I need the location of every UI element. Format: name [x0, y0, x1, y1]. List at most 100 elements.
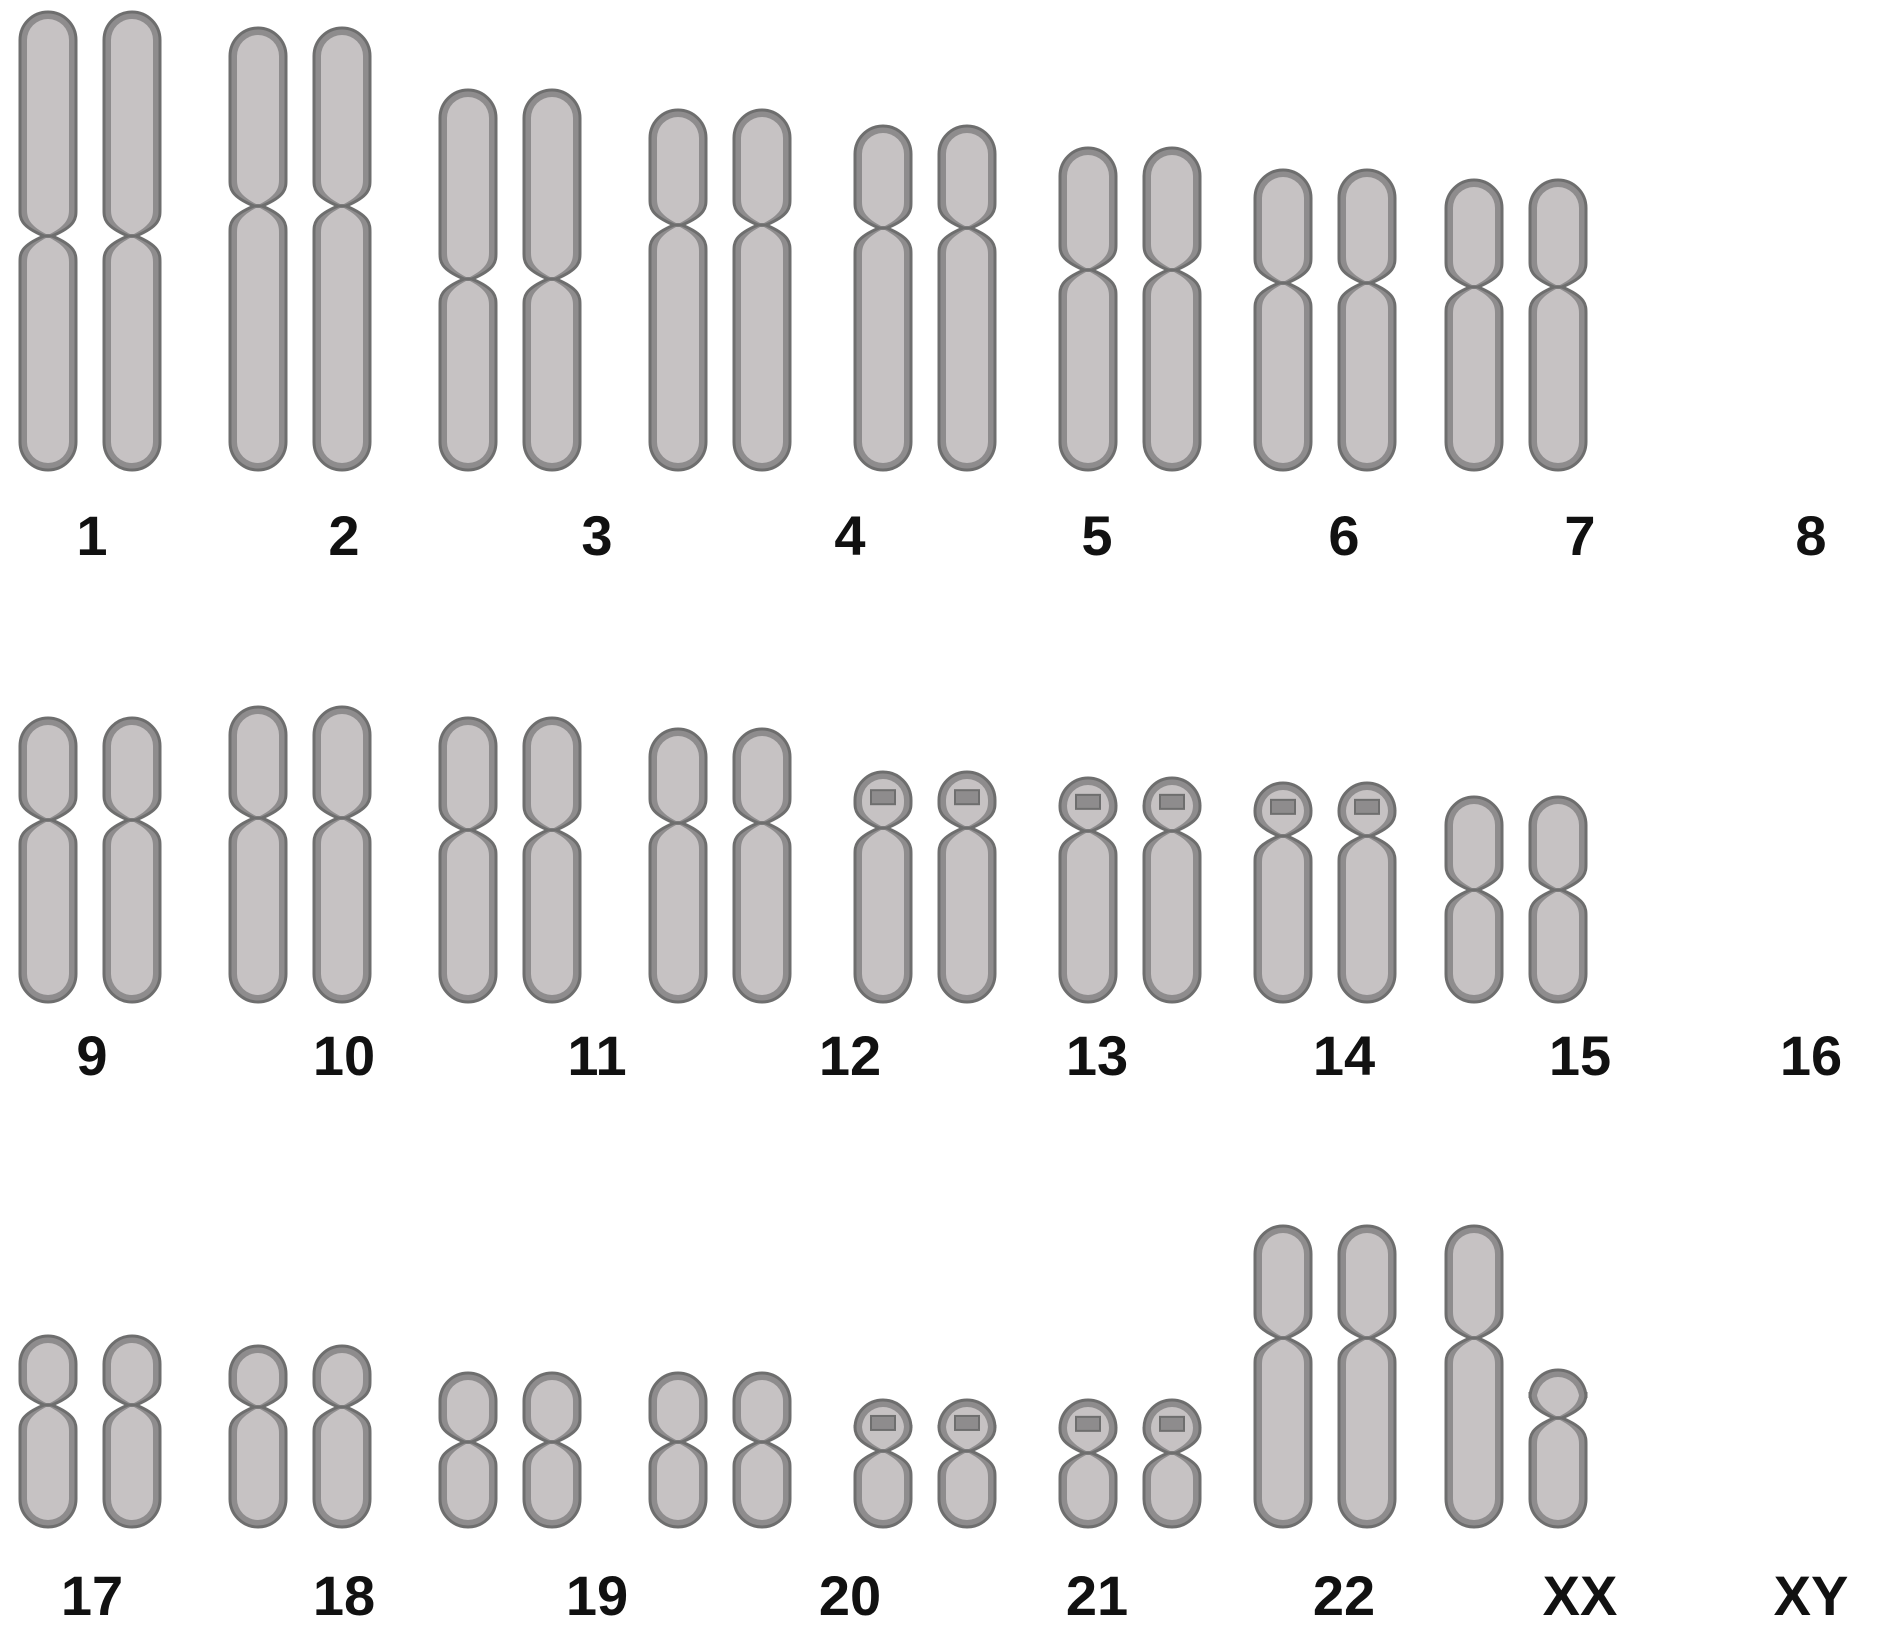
- chromosome-17-b: [104, 1336, 160, 1527]
- q-arm-fill: [862, 1453, 904, 1520]
- pair-label-12: 12: [819, 1024, 881, 1087]
- chromosome-19-b: [524, 1373, 580, 1527]
- p-arm-fill: [1067, 155, 1109, 268]
- chromosome-13-b: [939, 772, 995, 1002]
- q-arm-fill: [111, 238, 153, 463]
- q-arm-fill: [946, 830, 988, 995]
- p-arm-fill: [657, 1380, 699, 1440]
- q-arm-fill: [1151, 1455, 1193, 1520]
- chromosome-6-b: [1144, 148, 1200, 470]
- chromosome-7-b: [1339, 170, 1395, 470]
- p-arm-fill: [111, 1343, 153, 1403]
- satellite-stalk: [955, 1416, 979, 1430]
- q-arm-fill: [1262, 838, 1304, 995]
- chromosome-XY-a: [1446, 1226, 1502, 1527]
- chromosome-XY-b: [1530, 1370, 1586, 1527]
- chromosome-16-b: [1530, 797, 1586, 1002]
- chromosome-21-a: [855, 1400, 911, 1527]
- p-arm-fill: [111, 19, 153, 234]
- q-arm-fill: [1537, 1420, 1579, 1520]
- pair-label-13: 13: [1066, 1024, 1128, 1087]
- q-arm-fill: [1346, 285, 1388, 463]
- p-arm-fill: [1262, 1233, 1304, 1336]
- q-arm-fill: [657, 227, 699, 463]
- pair-label-10: 10: [313, 1024, 375, 1087]
- chromosome-12-b: [734, 729, 790, 1002]
- q-arm-fill: [1453, 892, 1495, 995]
- q-arm-fill: [862, 230, 904, 463]
- q-arm-fill: [946, 1453, 988, 1520]
- pair-label-2: 2: [328, 504, 359, 567]
- p-arm-fill: [27, 725, 69, 818]
- q-arm-fill: [1262, 1340, 1304, 1520]
- q-arm-fill: [111, 822, 153, 995]
- q-arm-fill: [531, 281, 573, 463]
- p-arm-fill: [741, 736, 783, 821]
- q-arm-fill: [237, 1409, 279, 1520]
- p-arm-fill: [1537, 187, 1579, 285]
- q-arm-fill: [741, 227, 783, 463]
- satellite-stalk: [871, 790, 895, 804]
- chromosome-4-a: [650, 110, 706, 470]
- p-arm-fill: [1453, 804, 1495, 888]
- pair-label-1: 1: [76, 504, 107, 567]
- pair-label-XY: XY: [1774, 1564, 1849, 1627]
- q-arm-fill: [1151, 833, 1193, 995]
- chromosome-14-a: [1060, 778, 1116, 1002]
- pair-label-17: 17: [61, 1564, 123, 1627]
- q-arm-fill: [1067, 272, 1109, 463]
- q-arm-fill: [531, 832, 573, 995]
- pair-label-3: 3: [581, 504, 612, 567]
- chromosome-4-b: [734, 110, 790, 470]
- chromosome-10-a: [230, 707, 286, 1002]
- chromosome-12-a: [650, 729, 706, 1002]
- chromosome-2-b: [314, 28, 370, 470]
- q-arm-fill: [447, 832, 489, 995]
- q-arm-fill: [1067, 833, 1109, 995]
- p-arm-fill: [27, 19, 69, 234]
- q-arm-fill: [1151, 272, 1193, 463]
- chromosome-XX-b: [1339, 1226, 1395, 1527]
- pair-label-6: 6: [1328, 504, 1359, 567]
- satellite-stalk: [1355, 800, 1379, 814]
- pair-label-21: 21: [1066, 1564, 1128, 1627]
- pair-label-XX: XX: [1543, 1564, 1618, 1627]
- p-arm-fill: [531, 97, 573, 277]
- p-arm-fill: [1537, 804, 1579, 888]
- q-arm-fill: [1262, 285, 1304, 463]
- chromosome-15-a: [1255, 783, 1311, 1002]
- pair-label-16: 16: [1780, 1024, 1842, 1087]
- pair-label-5: 5: [1081, 504, 1112, 567]
- p-arm-fill: [237, 35, 279, 204]
- p-arm-fill: [447, 1380, 489, 1440]
- p-arm-fill: [1453, 187, 1495, 285]
- q-arm-fill: [321, 208, 363, 463]
- q-arm-fill: [862, 830, 904, 995]
- q-arm-fill: [321, 1409, 363, 1520]
- chromosome-9-a: [20, 718, 76, 1002]
- p-arm-fill: [27, 1343, 69, 1403]
- chromosome-XX-a: [1255, 1226, 1311, 1527]
- q-arm-fill: [1537, 892, 1579, 995]
- p-arm-fill: [531, 1380, 573, 1440]
- pair-label-18: 18: [313, 1564, 375, 1627]
- chromosome-15-b: [1339, 783, 1395, 1002]
- p-arm-fill: [111, 725, 153, 818]
- pair-label-22: 22: [1313, 1564, 1375, 1627]
- chromosome-8-a: [1446, 180, 1502, 470]
- satellite-stalk: [1160, 795, 1184, 809]
- q-arm-fill: [27, 822, 69, 995]
- pair-label-11: 11: [567, 1024, 626, 1087]
- q-arm-fill: [1346, 1340, 1388, 1520]
- satellite-stalk: [1076, 795, 1100, 809]
- p-arm-fill: [862, 133, 904, 226]
- p-arm-fill: [1262, 177, 1304, 281]
- q-arm-fill: [111, 1407, 153, 1520]
- pair-label-7: 7: [1564, 504, 1595, 567]
- chromosome-11-a: [440, 718, 496, 1002]
- chromosome-22-a: [1060, 1400, 1116, 1527]
- satellite-stalk: [1076, 1417, 1100, 1431]
- q-arm-fill: [741, 825, 783, 995]
- chromosome-5-a: [855, 126, 911, 470]
- chromosome-13-a: [855, 772, 911, 1002]
